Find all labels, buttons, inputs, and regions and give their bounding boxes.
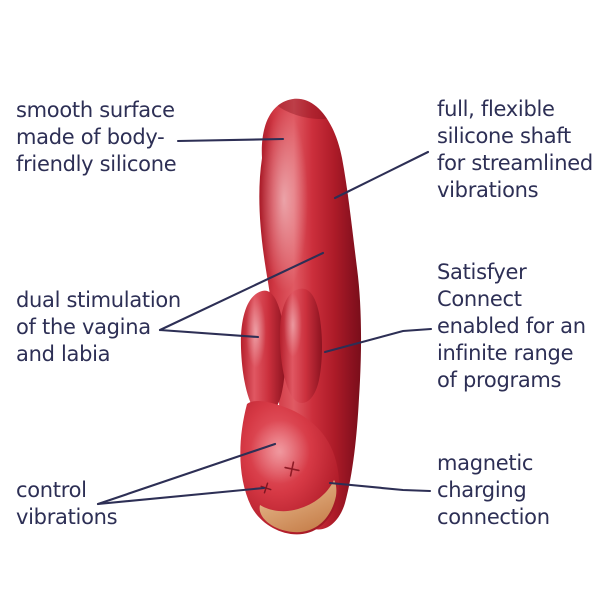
connector-dual-stimulation-lower <box>158 328 260 339</box>
annotation-text-line: control <box>16 478 87 502</box>
shaft-highlight <box>260 108 308 292</box>
ear-middle-highlight <box>284 293 302 357</box>
plus-button-small-icon <box>260 482 272 494</box>
annotation-text-line: made of body- <box>16 125 165 149</box>
annotation-text-line: enabled for an <box>437 314 586 338</box>
annotation-text-line: magnetic <box>437 451 534 475</box>
annotation-text-line: Connect <box>437 287 522 311</box>
annotation-magnetic-charging: magnetic charging connection <box>437 450 550 531</box>
annotation-text-line: dual stimulation <box>16 288 181 312</box>
annotation-control-vibrations: control vibrations <box>16 477 118 531</box>
annotation-text-line: connection <box>437 505 550 529</box>
annotation-smooth-surface: smooth surface made of body- friendly si… <box>16 97 177 178</box>
annotation-dual-stimulation: dual stimulation of the vagina and labia <box>16 287 181 368</box>
annotation-flexible-shaft: full, flexible silicone shaft for stream… <box>437 96 593 204</box>
annotation-text-line: full, flexible <box>437 97 555 121</box>
connector-magnetic-charging <box>328 481 432 493</box>
annotation-text-line: vibrations <box>16 505 118 529</box>
plus-button-icon <box>284 461 300 477</box>
connector-lines <box>96 137 433 506</box>
connector-smooth-surface <box>176 137 285 143</box>
annotation-satisfyer-connect: Satisfyer Connect enabled for an infinit… <box>437 259 586 394</box>
connector-control-vibrations-upper <box>96 442 277 506</box>
annotation-text-line: vibrations <box>437 178 539 202</box>
ear-left-highlight <box>246 296 266 368</box>
connector-dual-stimulation-upper <box>158 251 325 332</box>
annotation-text-line: Satisfyer <box>437 260 527 284</box>
handle-highlight <box>250 420 310 484</box>
connector-satisfyer-connect <box>323 327 433 354</box>
annotation-text-line: friendly silicone <box>16 152 177 176</box>
annotation-text-line: of the vagina <box>16 315 151 339</box>
annotation-text-line: smooth surface <box>16 98 175 122</box>
connector-control-vibrations-lower <box>96 486 266 506</box>
charging-base <box>259 480 337 533</box>
connector-flexible-shaft <box>333 150 430 200</box>
annotation-text-line: infinite range <box>437 341 574 365</box>
annotation-text-line: silicone shaft <box>437 124 571 148</box>
annotation-text-line: of programs <box>437 368 562 392</box>
annotation-text-line: and labia <box>16 342 111 366</box>
annotation-text-line: charging <box>437 478 527 502</box>
annotation-text-line: for streamlined <box>437 151 593 175</box>
